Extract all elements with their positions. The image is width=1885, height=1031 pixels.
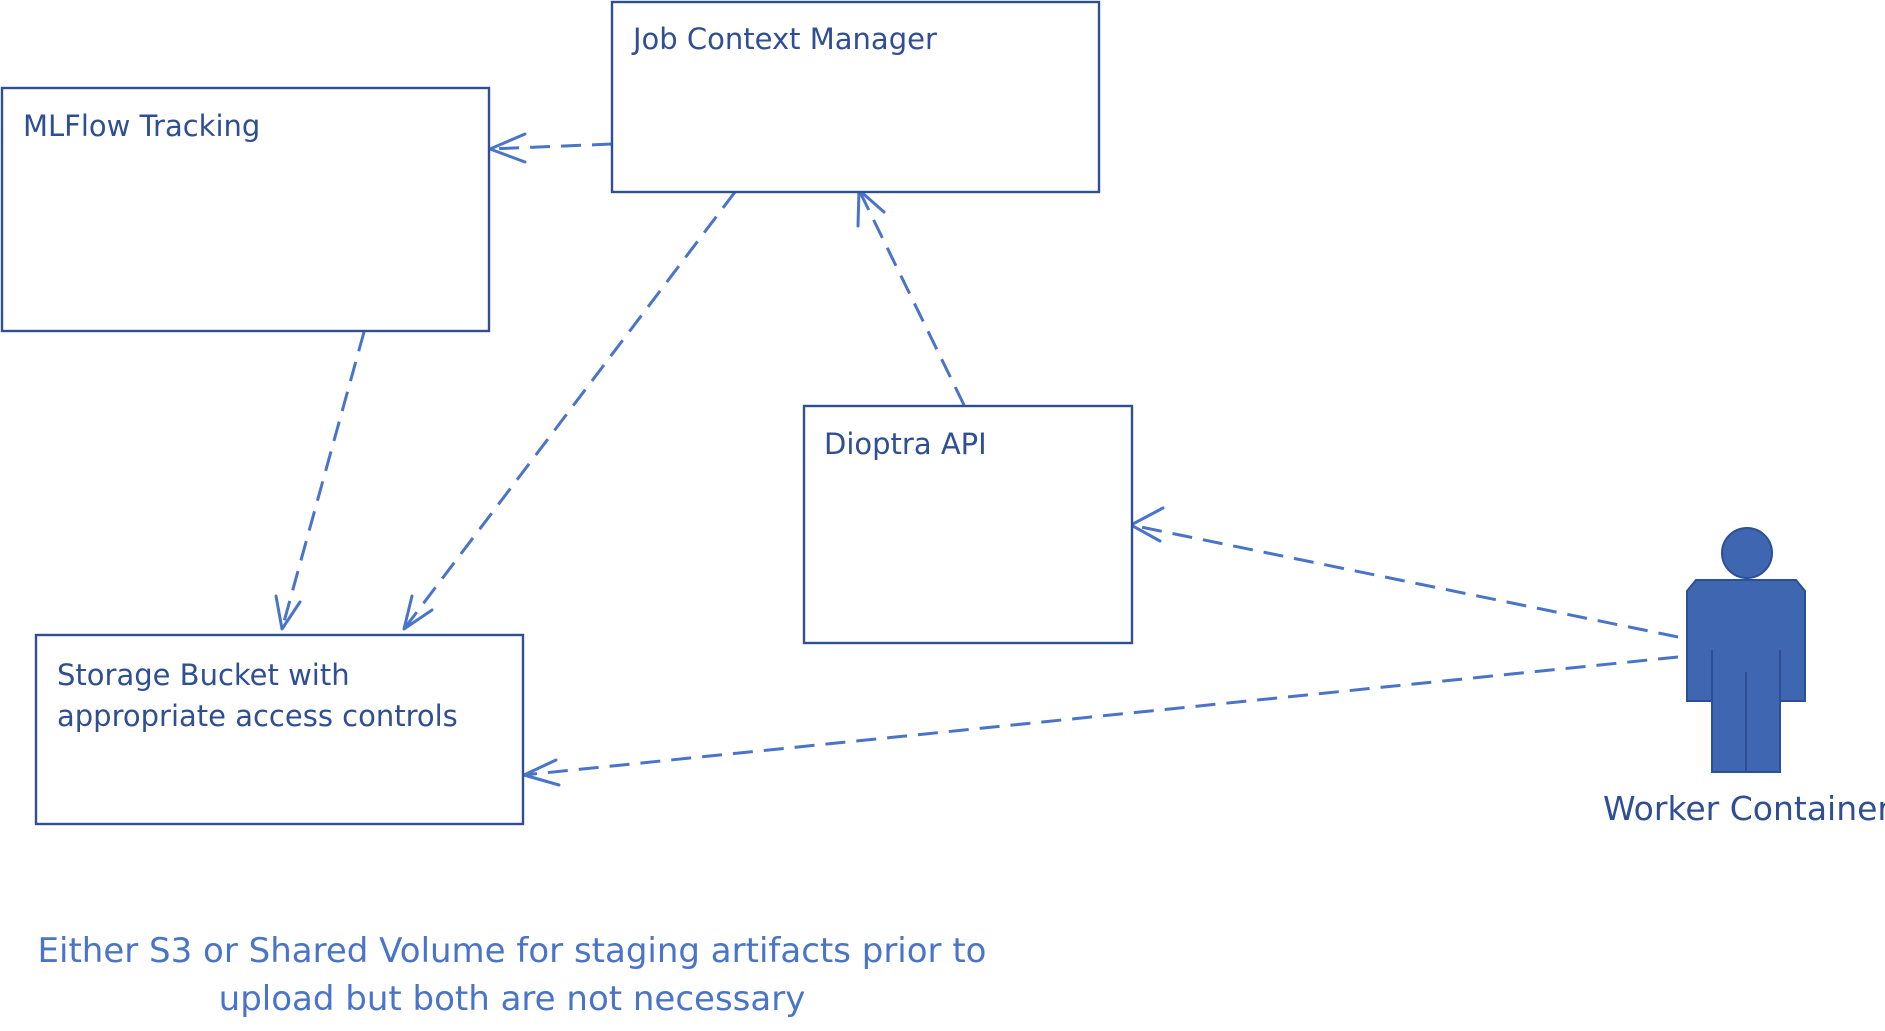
dioptra-api-label: Dioptra API (824, 427, 987, 461)
edge-mlflow-to-storage (274, 331, 366, 631)
edge-job-context-to-storage (402, 191, 737, 631)
staging-note-line-2: upload but both are not necessary (219, 979, 806, 1019)
person-icon (1686, 527, 1806, 773)
worker-container-actor: Worker Container (1603, 527, 1885, 828)
staging-note: Either S3 or Shared Volume for staging a… (38, 931, 987, 1019)
mlflow-tracking-box: MLFlow Tracking (0, 86, 491, 333)
dioptra-api-box: Dioptra API (802, 404, 1134, 645)
staging-note-line-1: Either S3 or Shared Volume for staging a… (38, 931, 987, 971)
edge-job-context-to-mlflow (488, 132, 613, 164)
mlflow-tracking-label: MLFlow Tracking (23, 109, 260, 143)
storage-bucket-box: Storage Bucket with appropriate access c… (34, 633, 525, 826)
worker-container-label: Worker Container (1603, 789, 1885, 828)
edge-worker-to-storage (522, 655, 1679, 787)
edge-dioptra-to-job-context (856, 188, 966, 406)
storage-bucket-label-line-2: appropriate access controls (57, 699, 458, 733)
edge-worker-to-dioptra (1129, 506, 1679, 639)
job-context-manager-label: Job Context Manager (631, 22, 937, 56)
storage-bucket-label-line-1: Storage Bucket with (57, 658, 350, 692)
job-context-manager-box: Job Context Manager (610, 0, 1101, 194)
